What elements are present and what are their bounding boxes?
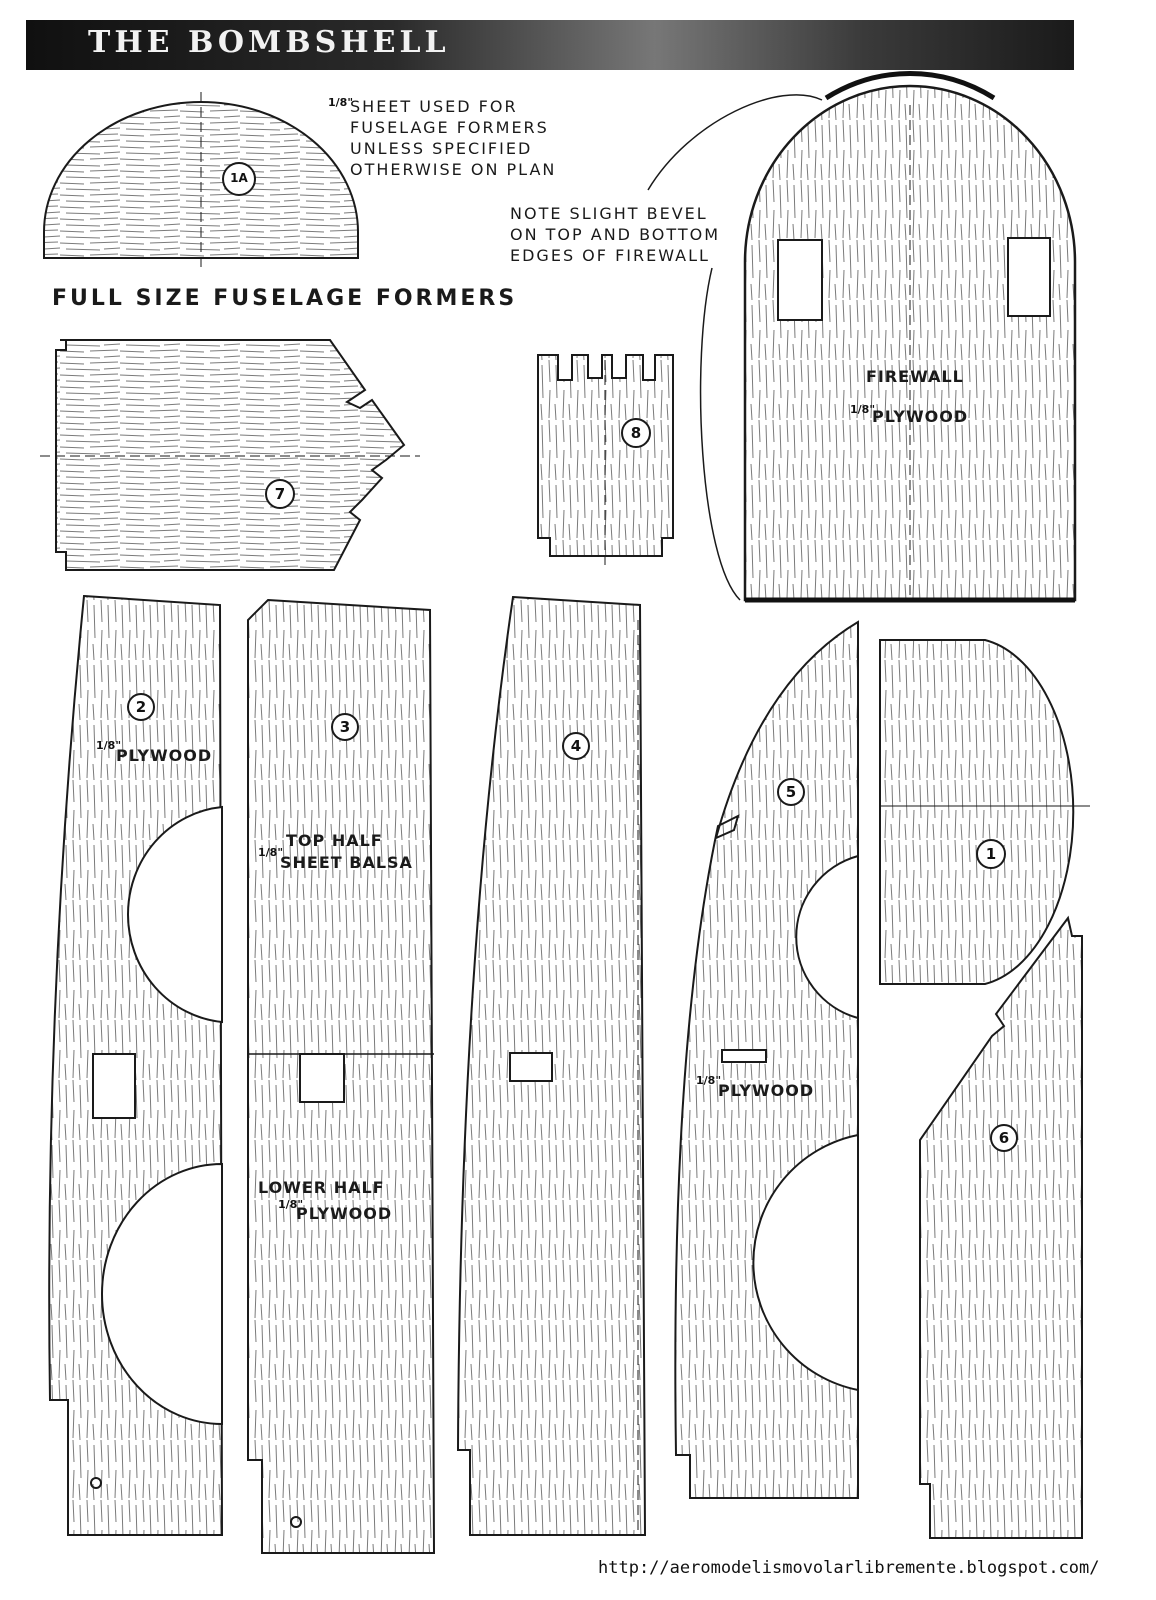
former-3-bottom-material: PLYWOOD [296, 1204, 393, 1223]
firewall-material: PLYWOOD [872, 407, 969, 426]
former-3-top-fraction: 1/8" [258, 846, 284, 859]
former-2-fraction: 1/8" [96, 739, 122, 752]
bevel-note: NOTE SLIGHT BEVEL ON TOP AND BOTTOM EDGE… [510, 203, 720, 266]
bevel-leader-top [647, 94, 823, 191]
sheet-note-line-4: OTHERWISE ON PLAN [350, 160, 557, 179]
former-5-fraction: 1/8" [696, 1074, 722, 1087]
former-2 [48, 594, 224, 1536]
firewall-label: FIREWALL [866, 367, 964, 386]
former-1a [43, 92, 359, 272]
part-number-3: 3 [339, 718, 351, 736]
sheet-note-line-2: FUSELAGE FORMERS [350, 118, 549, 137]
bevel-note-line-3: EDGES OF FIREWALL [510, 246, 710, 265]
bevel-leader-bottom [699, 267, 741, 601]
former-5 [674, 620, 859, 1499]
part-number-8: 8 [630, 424, 642, 442]
former-8 [537, 354, 674, 570]
former-4 [456, 595, 647, 1536]
sheet-note-fraction: 1/8" [328, 96, 354, 109]
former-2-material: PLYWOOD [116, 746, 213, 765]
header-title: THE BOMBSHELL [88, 25, 450, 60]
sheet-note: SHEET USED FOR FUSELAGE FORMERS UNLESS S… [350, 96, 556, 180]
former-3-top-label: TOP HALF [286, 831, 383, 850]
sheet-note-line-3: UNLESS SPECIFIED [350, 139, 533, 158]
former-6 [919, 915, 1083, 1539]
former-5-material: PLYWOOD [718, 1081, 815, 1100]
source-url[interactable]: http://aeromodelismovolarlibremente.blog… [598, 1558, 1100, 1578]
former-7 [40, 339, 420, 571]
firewall-former [743, 70, 1077, 603]
bevel-note-line-1: NOTE SLIGHT BEVEL [510, 204, 708, 223]
former-3 [247, 598, 436, 1554]
part-number-2: 2 [135, 698, 147, 716]
former-3-top-material: SHEET BALSA [280, 853, 413, 872]
part-number-6: 6 [998, 1129, 1010, 1147]
part-number-1a: 1A [230, 171, 248, 185]
part-number-1: 1 [985, 845, 997, 863]
part-number-5: 5 [785, 783, 797, 801]
former-3-bottom-fraction: 1/8" [278, 1198, 304, 1211]
header-banner [26, 20, 1074, 70]
part-number-7: 7 [274, 485, 286, 503]
part-number-4: 4 [570, 737, 582, 755]
bevel-note-line-2: ON TOP AND BOTTOM [510, 225, 721, 244]
former-1 [879, 639, 1090, 985]
firewall-fraction: 1/8" [850, 403, 876, 416]
page-heading: FULL SIZE FUSELAGE FORMERS [52, 286, 518, 311]
former-3-bottom-label: LOWER HALF [258, 1178, 385, 1197]
sheet-note-line-1: SHEET USED FOR [350, 97, 518, 116]
